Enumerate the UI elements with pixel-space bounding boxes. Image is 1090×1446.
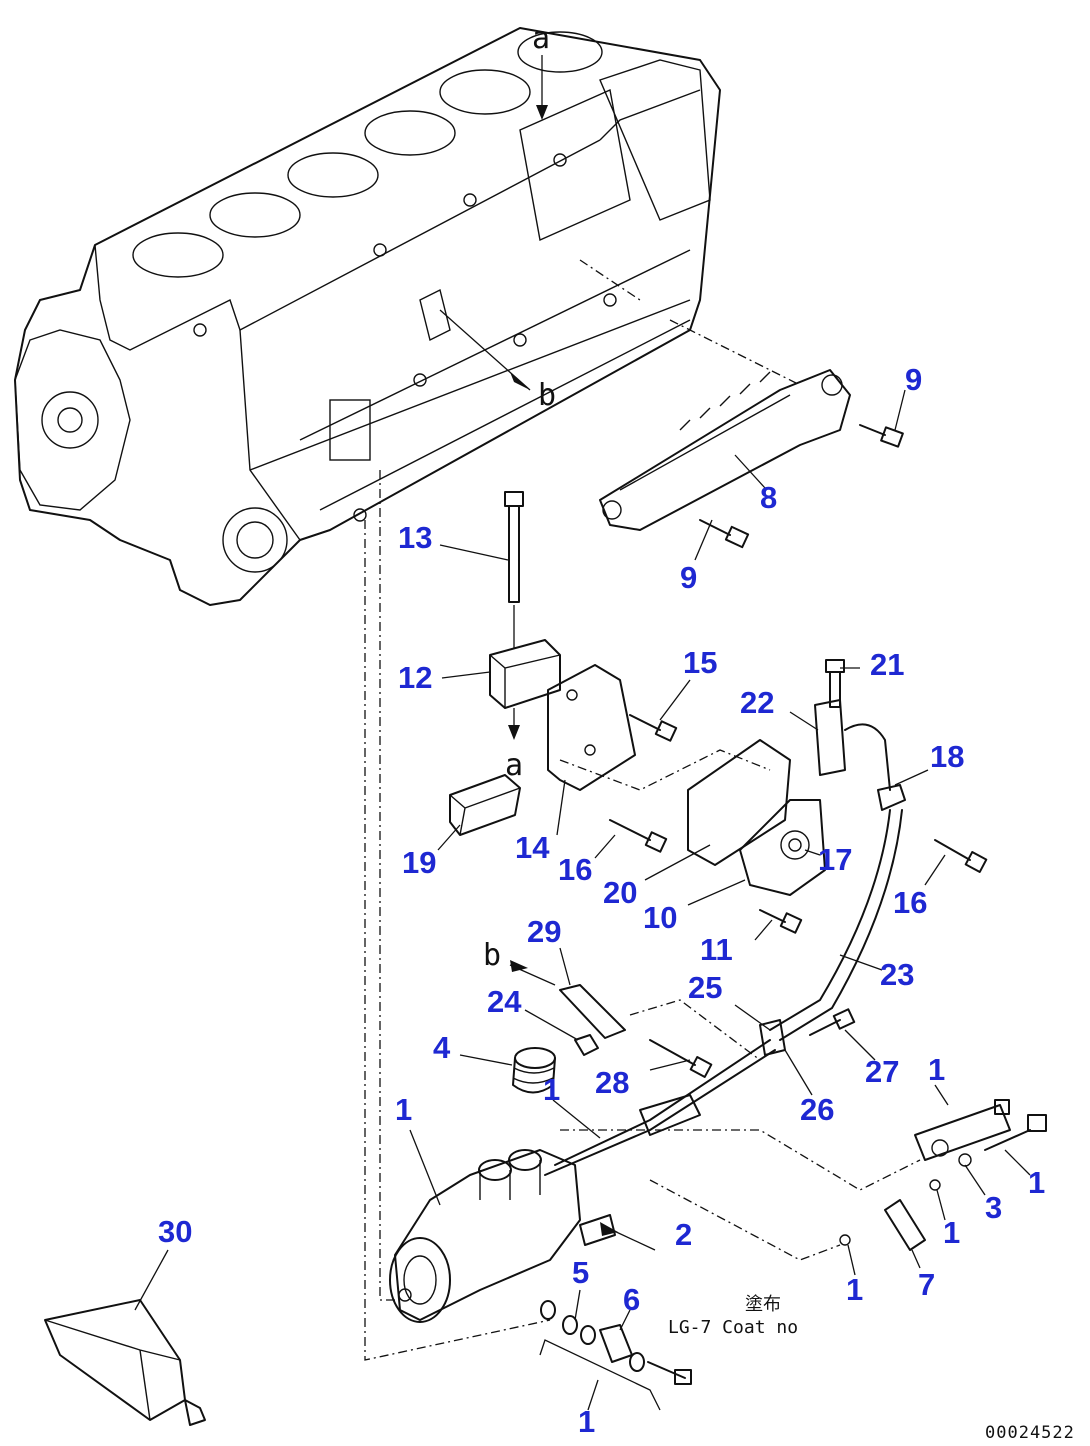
bolt-part-16-right xyxy=(934,839,988,873)
callout-21: 21 xyxy=(870,647,904,682)
callout-12: 12 xyxy=(398,660,432,695)
bolt-part-27 xyxy=(809,1008,856,1036)
callout-6: 6 xyxy=(623,1282,640,1317)
note-en: LG-7 Coat no xyxy=(668,1317,798,1338)
fitting-part-7 xyxy=(839,1179,941,1251)
clamp-part-29 xyxy=(559,984,626,1039)
callout-25: 25 xyxy=(688,970,722,1005)
bolt-part-9-upper xyxy=(859,424,904,448)
callout-1-cap: 1 xyxy=(543,1072,560,1107)
callout-22: 22 xyxy=(740,685,774,720)
callout-24: 24 xyxy=(487,984,522,1019)
bolt-part-13 xyxy=(504,491,524,603)
ref-mark-a-mid: a xyxy=(505,748,523,783)
callout-9-upper: 9 xyxy=(905,362,922,397)
ref-mark-a-top: a xyxy=(532,21,550,56)
joint-assembly-right xyxy=(914,1099,1047,1167)
callout-1-pump: 1 xyxy=(395,1092,412,1127)
callout-3: 3 xyxy=(985,1190,1002,1225)
callout-19: 19 xyxy=(402,845,436,880)
bolt-part-9-lower xyxy=(699,519,750,549)
callout-7: 7 xyxy=(918,1267,935,1302)
engine-block xyxy=(14,27,721,606)
callout-30: 30 xyxy=(158,1214,192,1249)
bracket-part-14 xyxy=(547,664,636,791)
callout-27: 27 xyxy=(865,1054,899,1089)
callout-11: 11 xyxy=(700,932,733,967)
callout-2: 2 xyxy=(675,1217,692,1252)
callout-5: 5 xyxy=(572,1255,589,1290)
bolt-part-28 xyxy=(649,1039,713,1078)
tool-part-30 xyxy=(44,1299,206,1426)
hose-part-18 xyxy=(844,723,906,811)
callout-20: 20 xyxy=(603,875,637,910)
callout-4: 4 xyxy=(433,1030,451,1065)
callout-14: 14 xyxy=(515,830,550,865)
gasket-part-20 xyxy=(687,739,791,866)
bracket-part-22 xyxy=(814,699,846,776)
callout-1-joint-top: 1 xyxy=(928,1052,945,1087)
fitting-part-2 xyxy=(579,1214,616,1246)
callout-18: 18 xyxy=(930,739,964,774)
ref-mark-b-block: b xyxy=(538,378,556,413)
callout-13: 13 xyxy=(398,520,432,555)
note-jp: 塗布 xyxy=(745,1293,781,1315)
document-number: 00024522 xyxy=(985,1423,1075,1443)
bolt-part-21 xyxy=(825,659,845,708)
callout-10: 10 xyxy=(643,900,677,935)
callout-23: 23 xyxy=(880,957,914,992)
callout-1-bottom: 1 xyxy=(578,1404,595,1439)
washer-stack-5-6 xyxy=(540,1300,692,1385)
fuel-pipe xyxy=(544,1039,776,1176)
fuel-rail-part-8 xyxy=(599,369,851,531)
callout-28: 28 xyxy=(595,1065,629,1100)
leader-lines xyxy=(134,389,1031,1411)
callout-1-pipe: 1 xyxy=(846,1272,863,1307)
bolt-part-15 xyxy=(629,714,678,742)
bolt-part-16-left xyxy=(609,819,668,853)
callout-1-joint-right: 1 xyxy=(1028,1165,1045,1200)
callout-26: 26 xyxy=(800,1092,834,1127)
part-19 xyxy=(449,774,521,836)
ref-mark-b-bracket: b xyxy=(483,938,501,973)
callout-16-right: 16 xyxy=(893,885,927,920)
callout-9-lower: 9 xyxy=(680,560,697,595)
callout-17: 17 xyxy=(818,842,852,877)
cap-part-4 xyxy=(512,1047,556,1094)
hose-part-23 xyxy=(769,809,903,1041)
supply-pump xyxy=(389,1149,581,1323)
callout-8: 8 xyxy=(760,480,777,515)
bolt-part-11 xyxy=(759,909,803,934)
callout-16-left: 16 xyxy=(558,852,592,887)
callout-29: 29 xyxy=(527,914,561,949)
nut-part-24 xyxy=(574,1034,599,1056)
block-part-12 xyxy=(489,639,561,709)
callout-1-fitting: 1 xyxy=(943,1215,960,1250)
callout-labels: 9 8 9 13 12 15 21 22 18 19 14 16 17 20 1… xyxy=(158,362,1045,1439)
callout-15: 15 xyxy=(683,645,717,680)
unit-part-10 xyxy=(739,799,826,896)
